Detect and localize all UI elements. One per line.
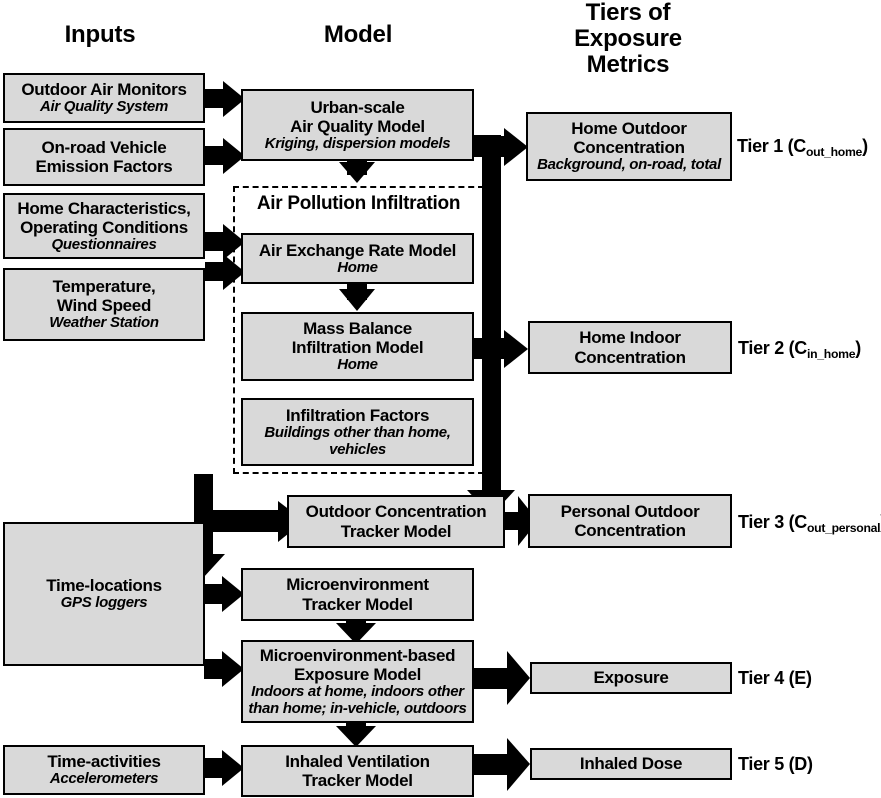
- arrow-timeact-to-inhaled-tracker: [204, 750, 244, 786]
- arrow-timeloc-to-me-tracker: [204, 576, 244, 612]
- column-heading-inputs: Inputs: [64, 21, 136, 48]
- box-title: On-road Vehicle Emission Factors: [35, 137, 173, 176]
- tier-subscript: in_home: [807, 346, 856, 361]
- column-heading-model: Model: [323, 21, 393, 48]
- box-title: Mass Balance Infiltration Model: [291, 319, 424, 358]
- model-box-outdoor-concentration-tracker-model[interactable]: Outdoor Concentration Tracker Model: [287, 495, 505, 548]
- box-title: Time-locations: [46, 576, 162, 596]
- model-box-microenvironment-based-exposure-model[interactable]: Microenvironment-based Exposure Model In…: [241, 640, 474, 723]
- input-box-time-locations[interactable]: Time-locations GPS loggers: [3, 522, 205, 666]
- box-title: Microenvironment Tracker Model: [286, 575, 429, 614]
- output-box-home-indoor-concentration[interactable]: Home Indoor Concentration: [528, 321, 732, 374]
- box-subtitle: Accelerometers: [49, 770, 159, 788]
- tier-label-3: Tier 3 (Cout_personal): [738, 512, 881, 535]
- box-subtitle: Buildings other than home, vehicles: [264, 423, 451, 458]
- box-title: Home Outdoor Concentration: [571, 119, 687, 158]
- box-title: Inhaled Dose: [579, 754, 683, 774]
- model-box-inhaled-ventilation-tracker-model[interactable]: Inhaled Ventilation Tracker Model: [241, 745, 474, 797]
- model-box-urban-scale-air-quality-model[interactable]: Urban-scale Air Quality Model Kriging, d…: [241, 89, 474, 161]
- box-title: Temperature, Wind Speed: [52, 277, 156, 316]
- box-subtitle: Kriging, dispersion models: [264, 134, 451, 152]
- tier-label-1: Tier 1 (Cout_home): [737, 136, 868, 159]
- box-title: Home Characteristics, Operating Conditio…: [17, 198, 191, 237]
- output-box-home-outdoor-concentration[interactable]: Home Outdoor Concentration Background, o…: [526, 112, 732, 181]
- input-box-outdoor-air-monitors[interactable]: Outdoor Air Monitors Air Quality System: [3, 73, 205, 123]
- box-subtitle: Background, on-road, total: [537, 156, 721, 174]
- arrow-monitors-to-urban: [205, 81, 245, 117]
- tier-prefix: Tier 3 (C: [738, 512, 807, 532]
- box-title: Home Indoor Concentration: [574, 328, 686, 367]
- tier-subscript: out_personal: [807, 520, 881, 535]
- output-box-exposure[interactable]: Exposure: [530, 662, 732, 694]
- arrow-timeloc-to-exposure-model: [204, 651, 244, 687]
- model-box-air-exchange-rate-model[interactable]: Air Exchange Rate Model Home: [241, 233, 474, 284]
- model-box-infiltration-factors[interactable]: Infiltration Factors Buildings other tha…: [241, 398, 474, 466]
- air-pollution-infiltration-label: Air Pollution Infiltration: [256, 193, 461, 214]
- tier-label-4: Tier 4 (E): [738, 668, 812, 689]
- tier-label-2: Tier 2 (Cin_home): [738, 338, 861, 361]
- box-title: Infiltration Factors: [285, 405, 430, 425]
- tier-prefix: Tier 5 (D): [738, 754, 813, 774]
- arrow-urban-down: [339, 161, 375, 183]
- box-subtitle: Air Quality System: [40, 98, 168, 116]
- box-subtitle: GPS loggers: [60, 594, 148, 612]
- box-subtitle: Home: [337, 356, 378, 374]
- box-title: Inhaled Ventilation Tracker Model: [285, 751, 430, 790]
- input-box-home-characteristics[interactable]: Home Characteristics, Operating Conditio…: [3, 193, 205, 259]
- arrow-trunk-to-tier1: [473, 128, 528, 166]
- box-subtitle: Questionnaires: [51, 235, 157, 253]
- tier-subscript: out_home: [806, 144, 863, 159]
- box-title: Outdoor Air Monitors: [21, 80, 187, 100]
- model-box-mass-balance-infiltration-model[interactable]: Mass Balance Infiltration Model Home: [241, 312, 474, 381]
- arrow-inhaled-tracker-to-tier5: [473, 738, 530, 791]
- box-subtitle: Home: [337, 258, 378, 276]
- box-title: Exposure: [593, 668, 669, 688]
- tier-prefix: Tier 1 (C: [737, 136, 806, 156]
- box-title: Outdoor Concentration Tracker Model: [305, 502, 487, 541]
- input-box-on-road-vehicle[interactable]: On-road Vehicle Emission Factors: [3, 128, 205, 186]
- box-title: Urban-scale Air Quality Model: [290, 97, 425, 136]
- model-box-microenvironment-tracker-model[interactable]: Microenvironment Tracker Model: [241, 568, 474, 621]
- arrow-exposure-model-to-inhaled-tracker: [336, 722, 376, 747]
- tier-prefix: Tier 4 (E): [738, 668, 812, 688]
- box-title: Air Exchange Rate Model: [258, 240, 457, 260]
- box-subtitle: Weather Station: [49, 314, 159, 332]
- tier-suffix: ): [855, 338, 861, 358]
- box-title: Time-activities: [47, 752, 161, 772]
- box-title: Microenvironment-based Exposure Model: [259, 645, 456, 684]
- tier-suffix: ): [862, 136, 868, 156]
- output-box-personal-outdoor-concentration[interactable]: Personal Outdoor Concentration: [528, 494, 732, 548]
- box-title: Personal Outdoor Concentration: [560, 501, 700, 540]
- output-box-inhaled-dose[interactable]: Inhaled Dose: [530, 748, 732, 780]
- input-box-time-activities[interactable]: Time-activities Accelerometers: [3, 745, 205, 795]
- column-heading-tiers: Tiers of Exposure Metrics: [574, 0, 682, 78]
- input-box-temperature-wind-speed[interactable]: Temperature, Wind Speed Weather Station: [3, 268, 205, 341]
- box-subtitle: Indoors at home, indoors other than home…: [248, 682, 467, 717]
- tier-prefix: Tier 2 (C: [738, 338, 807, 358]
- arrow-exposure-model-to-tier4: [473, 651, 530, 705]
- tier-label-5: Tier 5 (D): [738, 754, 813, 775]
- arrow-onroad-to-urban: [205, 138, 245, 174]
